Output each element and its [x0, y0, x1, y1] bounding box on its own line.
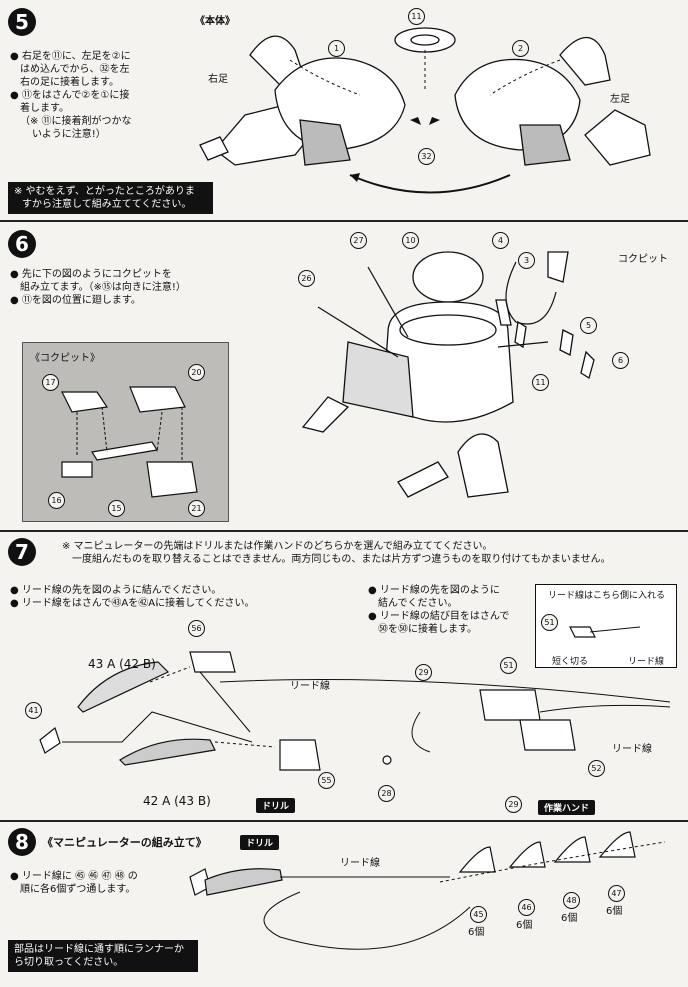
part-43-label: 43 A (42 B) — [88, 657, 156, 671]
part-11-callout: 11 — [408, 8, 425, 25]
cockpit-parts-illustration — [61, 386, 198, 498]
drill-tag: ドリル — [240, 835, 280, 850]
instructions: ● 先に下の図のようにコクピットを 組み立てます。（※⑮は向きに注意!） ● ⑪… — [10, 269, 186, 306]
part-45-callout: 45 — [470, 906, 487, 923]
part-47-callout: 47 — [608, 885, 625, 902]
caution-note: ※ マニピュレーターの先端はドリルまたは作業ハンドのどちらかを選んで組み立ててく… — [62, 541, 611, 565]
part-10-callout: 10 — [402, 232, 419, 249]
section-title: 《マニピュレーターの組み立て》 — [42, 836, 207, 849]
qty-48: 6個 — [561, 913, 578, 924]
qty-46: 6個 — [516, 920, 533, 931]
part-28-callout: 28 — [378, 785, 395, 802]
part-3-callout: 3 — [518, 252, 535, 269]
inset-label-side: リード線はこちら側に入れる — [548, 591, 666, 601]
part-1-callout: 1 — [328, 40, 345, 57]
step-8-section: 8 《マニピュレーターの組み立て》 ドリル ● リード線に ㊺ ㊻ ㊼ ㊽ の … — [0, 822, 688, 987]
step-5-section: 5 《本体》 ● 右足を⑪に、左足を②に はめ込んでから、㉜を左 右の足に接着し… — [0, 0, 688, 222]
drill-tag: ドリル — [256, 798, 296, 813]
inset-label-cut: 短く切る — [552, 657, 589, 667]
warning-box: ※ やむをえず、とがったところがありま すから注意して組み立ててください。 — [8, 182, 213, 214]
manipulator-illustration — [189, 831, 666, 950]
step-7-section: 7 ※ マニピュレーターの先端はドリルまたは作業ハンドのどちらかを選んで組み立て… — [0, 532, 688, 822]
knot-inset — [535, 584, 677, 668]
drill-assembly-illustration — [39, 626, 671, 771]
inset-title: 《コクピット》 — [30, 353, 100, 364]
part-20-callout: 20 — [188, 364, 205, 381]
instructions: ● 右足を⑪に、左足を②に はめ込んでから、㉜を左 右の足に接着します。 ● ⑪… — [10, 51, 132, 140]
right-foot-label: 右足 — [208, 74, 228, 85]
drill-instructions: ● リード線の先を図のように結んでください。 ● リード線をはさんで㊸Aを㊷Aに… — [10, 585, 255, 609]
step-number: 6 — [8, 230, 36, 258]
part-2-callout: 2 — [512, 40, 529, 57]
cockpit-label: コクピット — [618, 254, 668, 265]
lead-wire-label-right: リード線 — [612, 744, 652, 755]
part-15-callout: 15 — [108, 500, 125, 517]
step-number: 5 — [8, 8, 36, 36]
torso-assembly-illustration — [301, 251, 595, 498]
part-27-callout: 27 — [350, 232, 367, 249]
step-number: 8 — [8, 828, 36, 856]
part-29-callout-lower: 29 — [505, 796, 522, 813]
qty-47: 6個 — [606, 906, 623, 917]
part-41-callout: 41 — [25, 702, 42, 719]
part-51-callout: 51 — [500, 657, 517, 674]
part-17-callout: 17 — [42, 374, 59, 391]
part-4-callout: 4 — [492, 232, 509, 249]
part-29-callout: 29 — [415, 664, 432, 681]
part-55-callout: 55 — [318, 772, 335, 789]
part-51-inset-callout: 51 — [541, 614, 558, 631]
part-52-callout: 52 — [588, 760, 605, 777]
lead-wire-label: リード線 — [290, 681, 330, 692]
part-16-callout: 16 — [48, 492, 65, 509]
hand-tag: 作業ハンド — [538, 800, 596, 815]
part-6-callout: 6 — [612, 352, 629, 369]
qty-45: 6個 — [468, 927, 485, 938]
step-number: 7 — [8, 538, 36, 566]
part-56-callout: 56 — [188, 620, 205, 637]
section-title: 《本体》 — [195, 16, 235, 27]
part-5-callout: 5 — [580, 317, 597, 334]
part-32-callout: 32 — [418, 148, 435, 165]
part-11-callout: 11 — [532, 374, 549, 391]
instructions: ● リード線に ㊺ ㊻ ㊼ ㊽ の 順に各6個ずつ通します。 — [10, 871, 138, 895]
left-foot-label: 左足 — [610, 94, 630, 105]
lead-wire-label: リード線 — [340, 858, 380, 869]
step-6-section: 6 ● 先に下の図のようにコクピットを 組み立てます。（※⑮は向きに注意!） ●… — [0, 222, 688, 532]
note-box: 部品はリード線に通す順にランナーか ら切り取ってください。 — [8, 940, 198, 972]
part-21-callout: 21 — [188, 500, 205, 517]
part-26-callout: 26 — [298, 270, 315, 287]
part-42-label: 42 A (43 B) — [143, 794, 211, 808]
inset-label-lead: リード線 — [628, 657, 665, 667]
body-assembly-illustration — [199, 27, 651, 194]
hand-instructions: ● リード線の先を図のように 結んでください。 ● リード線の結び目をはさんで … — [368, 585, 510, 635]
part-48-callout: 48 — [563, 892, 580, 909]
part-46-callout: 46 — [518, 899, 535, 916]
